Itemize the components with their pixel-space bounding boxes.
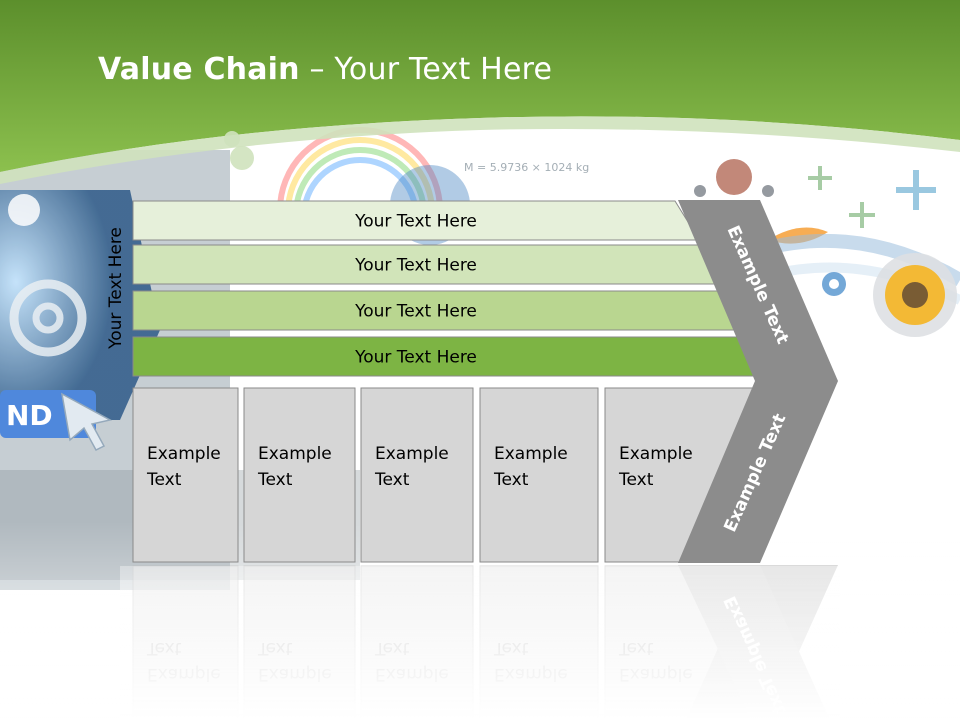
activity-box-line2: Text [618,470,654,490]
primary-activity-boxes: ExampleTextExampleTextExampleTextExample… [132,387,760,563]
title-bold: Value Chain [98,52,300,87]
support-bar-label: Your Text Here [354,256,477,276]
header-band [0,0,960,172]
activity-box-line1: Example [258,444,332,464]
activity-box-line1: Example [147,444,221,464]
support-bar-1: Your Text Here [132,200,701,241]
title-rest: – Your Text Here [299,52,553,87]
support-bar-label: Your Text Here [354,348,477,368]
activity-box-line1: Example [619,444,693,464]
support-bar-label: Your Text Here [354,212,477,232]
support-bar-4: Your Text Here [132,336,785,377]
support-bar-label: Your Text Here [354,302,477,322]
slide-title: Value Chain – Your Text Here [98,52,552,87]
chevron-shape [678,200,838,563]
activity-box-shape [243,387,356,563]
activity-box-shape [132,387,239,563]
activity-box-line1: Example [494,444,568,464]
activity-box-line2: Text [146,470,182,490]
svg-text:ND: ND [6,399,53,432]
support-bar-3: Your Text Here [132,290,756,331]
svg-text:M = 5.9736 × 1024 kg: M = 5.9736 × 1024 kg [464,161,589,174]
activity-box-shape [479,387,599,563]
activity-box-line1: Example [375,444,449,464]
at-sign-icon [9,279,87,357]
activity-box-line2: Text [493,470,529,490]
activity-box-shape [360,387,474,563]
support-bar-2: Your Text Here [132,244,728,285]
activity-box-line2: Text [374,470,410,490]
activity-box-line2: Text [257,470,293,490]
side-label: Your Text Here [106,227,126,349]
